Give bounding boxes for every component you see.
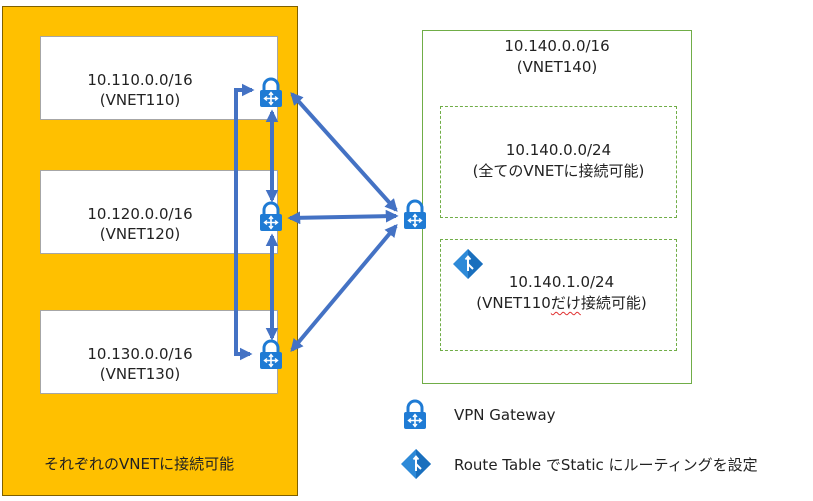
subnet-1-note: (VNET110だけ接続可能) (446, 293, 677, 314)
subnet-0-label: 10.140.0.0/24 (全てのVNETに接続可能) (440, 140, 677, 182)
vnet130-cidr: 10.130.0.0/16 (87, 345, 193, 363)
subnet-1-note-prefix: (VNET110 (476, 294, 551, 312)
vnet140-cidr: 10.140.0.0/16 (504, 37, 610, 55)
arrow-gw110-gw140 (290, 92, 398, 212)
vnet130-name: (VNET130) (99, 365, 181, 383)
subnet-0-cidr: 10.140.0.0/24 (505, 141, 612, 159)
vpn-gateway-icon (404, 199, 426, 229)
vpn-gateway-icon (260, 77, 282, 107)
arrow-gw110-gw130-bracket (234, 83, 255, 361)
vnet130-label: 10.130.0.0/16 (VNET130) (60, 344, 220, 384)
vnet140-name: (VNET140) (516, 58, 598, 76)
vpn-gateway-icon (260, 339, 282, 369)
subnet-1-label: 10.140.1.0/24 (VNET110だけ接続可能) (446, 272, 677, 314)
subnet-0-note: (全てのVNETに接続可能) (472, 162, 645, 180)
vnet120-name: (VNET120) (99, 225, 181, 243)
vnet130-box (40, 310, 278, 394)
vnet120-box (40, 170, 278, 254)
vnet120-label: 10.120.0.0/16 (VNET120) (60, 204, 220, 244)
subnet-1-note-underlined: だけ (550, 294, 581, 312)
subnet-1-cidr: 10.140.1.0/24 (508, 273, 615, 291)
legend-vpn-gateway-label: VPN Gateway (454, 406, 556, 424)
vnet120-cidr: 10.120.0.0/16 (87, 205, 193, 223)
vnet140-label: 10.140.0.0/16 (VNET140) (482, 36, 632, 78)
group-caption: それぞれのVNETに接続可能 (44, 455, 235, 473)
arrow-gw120-gw140 (287, 209, 399, 225)
vnet110-cidr: 10.110.0.0/16 (87, 71, 193, 89)
subnet-0-box (440, 106, 677, 218)
route-table-icon (453, 249, 483, 279)
vnet110-name: (VNET110) (99, 91, 181, 109)
subnet-1-note-suffix: 接続可能) (580, 294, 647, 312)
legend-route-table-label: Route Table でStatic にルーティングを設定 (454, 456, 758, 474)
vnet110-label: 10.110.0.0/16 (VNET110) (60, 70, 220, 110)
vnet110-box (40, 36, 278, 120)
legend-vpn-gateway-icon (404, 399, 426, 429)
subnet-1-box (440, 239, 677, 351)
arrow-gw130-gw140 (290, 224, 398, 352)
legend-route-table-icon (401, 449, 431, 479)
vpn-gateway-icon (260, 201, 282, 231)
